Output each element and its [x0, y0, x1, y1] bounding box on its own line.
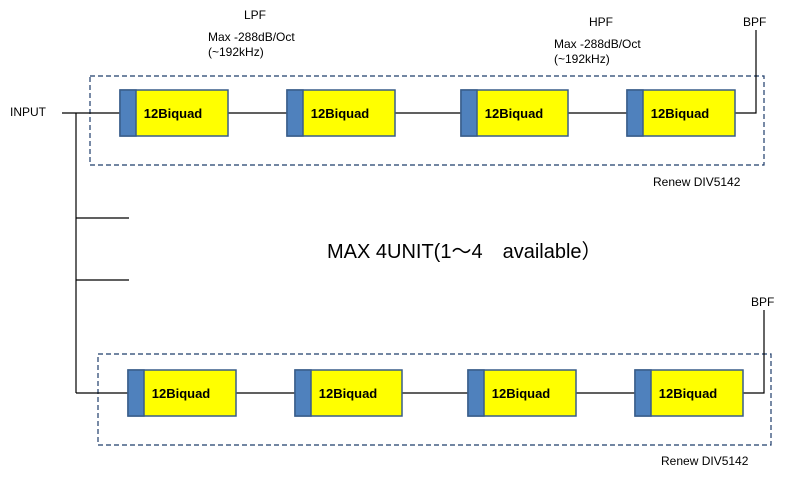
unit-frame-bottom [97, 353, 772, 446]
input-label: INPUT [10, 105, 46, 119]
renew-label-bottom: Renew DIV5142 [661, 454, 749, 468]
biquad-block-bottom-3: 12Biquad [467, 369, 577, 417]
biquad-block-bottom-1: 12Biquad [127, 369, 237, 417]
biquad-label: 12Biquad [319, 386, 378, 401]
hpf-annotation: HPF Max -288dB/Oct (~192kHz) [546, 15, 656, 67]
biquad-label: 12Biquad [651, 106, 710, 121]
wire-top-out [735, 30, 757, 114]
wire-bottom-out [743, 310, 765, 394]
lpf-range: (~192kHz) [208, 45, 264, 59]
unit-frame-top [89, 75, 765, 166]
bpf-label-bottom: BPF [751, 295, 775, 309]
biquad-block-top-3: 12Biquad [460, 89, 569, 137]
biquad-label: 12Biquad [152, 386, 211, 401]
lpf-annotation: LPF Max -288dB/Oct (~192kHz) [200, 8, 310, 60]
biquad-label: 12Biquad [485, 106, 544, 121]
biquad-block-top-1: 12Biquad [119, 89, 229, 137]
bpf-label-top: BPF [743, 15, 767, 29]
biquad-block-bottom-2: 12Biquad [294, 369, 403, 417]
hpf-range: (~192kHz) [554, 52, 610, 66]
biquad-label: 12Biquad [492, 386, 551, 401]
biquad-label: 12Biquad [659, 386, 718, 401]
renew-label-top: Renew DIV5142 [653, 175, 741, 189]
hpf-slope: Max -288dB/Oct [554, 37, 641, 51]
biquad-block-bottom-4: 12Biquad [634, 369, 744, 417]
biquad-label: 12Biquad [144, 106, 203, 121]
biquad-block-top-2: 12Biquad [286, 89, 396, 137]
lpf-slope: Max -288dB/Oct [208, 30, 295, 44]
hpf-title: HPF [589, 15, 613, 29]
max-units-caption: MAX 4UNIT(1～4 available） [327, 241, 602, 263]
lpf-title: LPF [243, 8, 266, 22]
biquad-label: 12Biquad [311, 106, 370, 121]
biquad-block-top-4: 12Biquad [626, 89, 736, 137]
